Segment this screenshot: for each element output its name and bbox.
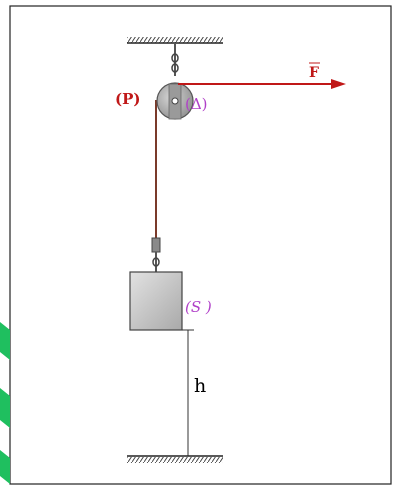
green-edge-mark (0, 450, 10, 484)
pulley (156, 82, 194, 120)
force-arrow (178, 79, 346, 89)
box-hook (151, 237, 161, 272)
diagram-frame (9, 5, 392, 485)
height-label: h (194, 375, 206, 397)
solid-label: (S ) (185, 298, 212, 316)
pulley-label: (P) (115, 90, 140, 108)
pulley-hook (171, 43, 179, 76)
force-label: F (309, 65, 319, 81)
green-edge-mark (0, 388, 10, 428)
height-indicator (182, 329, 194, 456)
ceiling-support (127, 37, 223, 44)
green-edge-marks (0, 322, 10, 484)
axis-label: (Δ) (185, 95, 208, 113)
floor-support (127, 455, 223, 463)
solid-box (129, 271, 183, 331)
green-edge-mark (0, 322, 10, 360)
